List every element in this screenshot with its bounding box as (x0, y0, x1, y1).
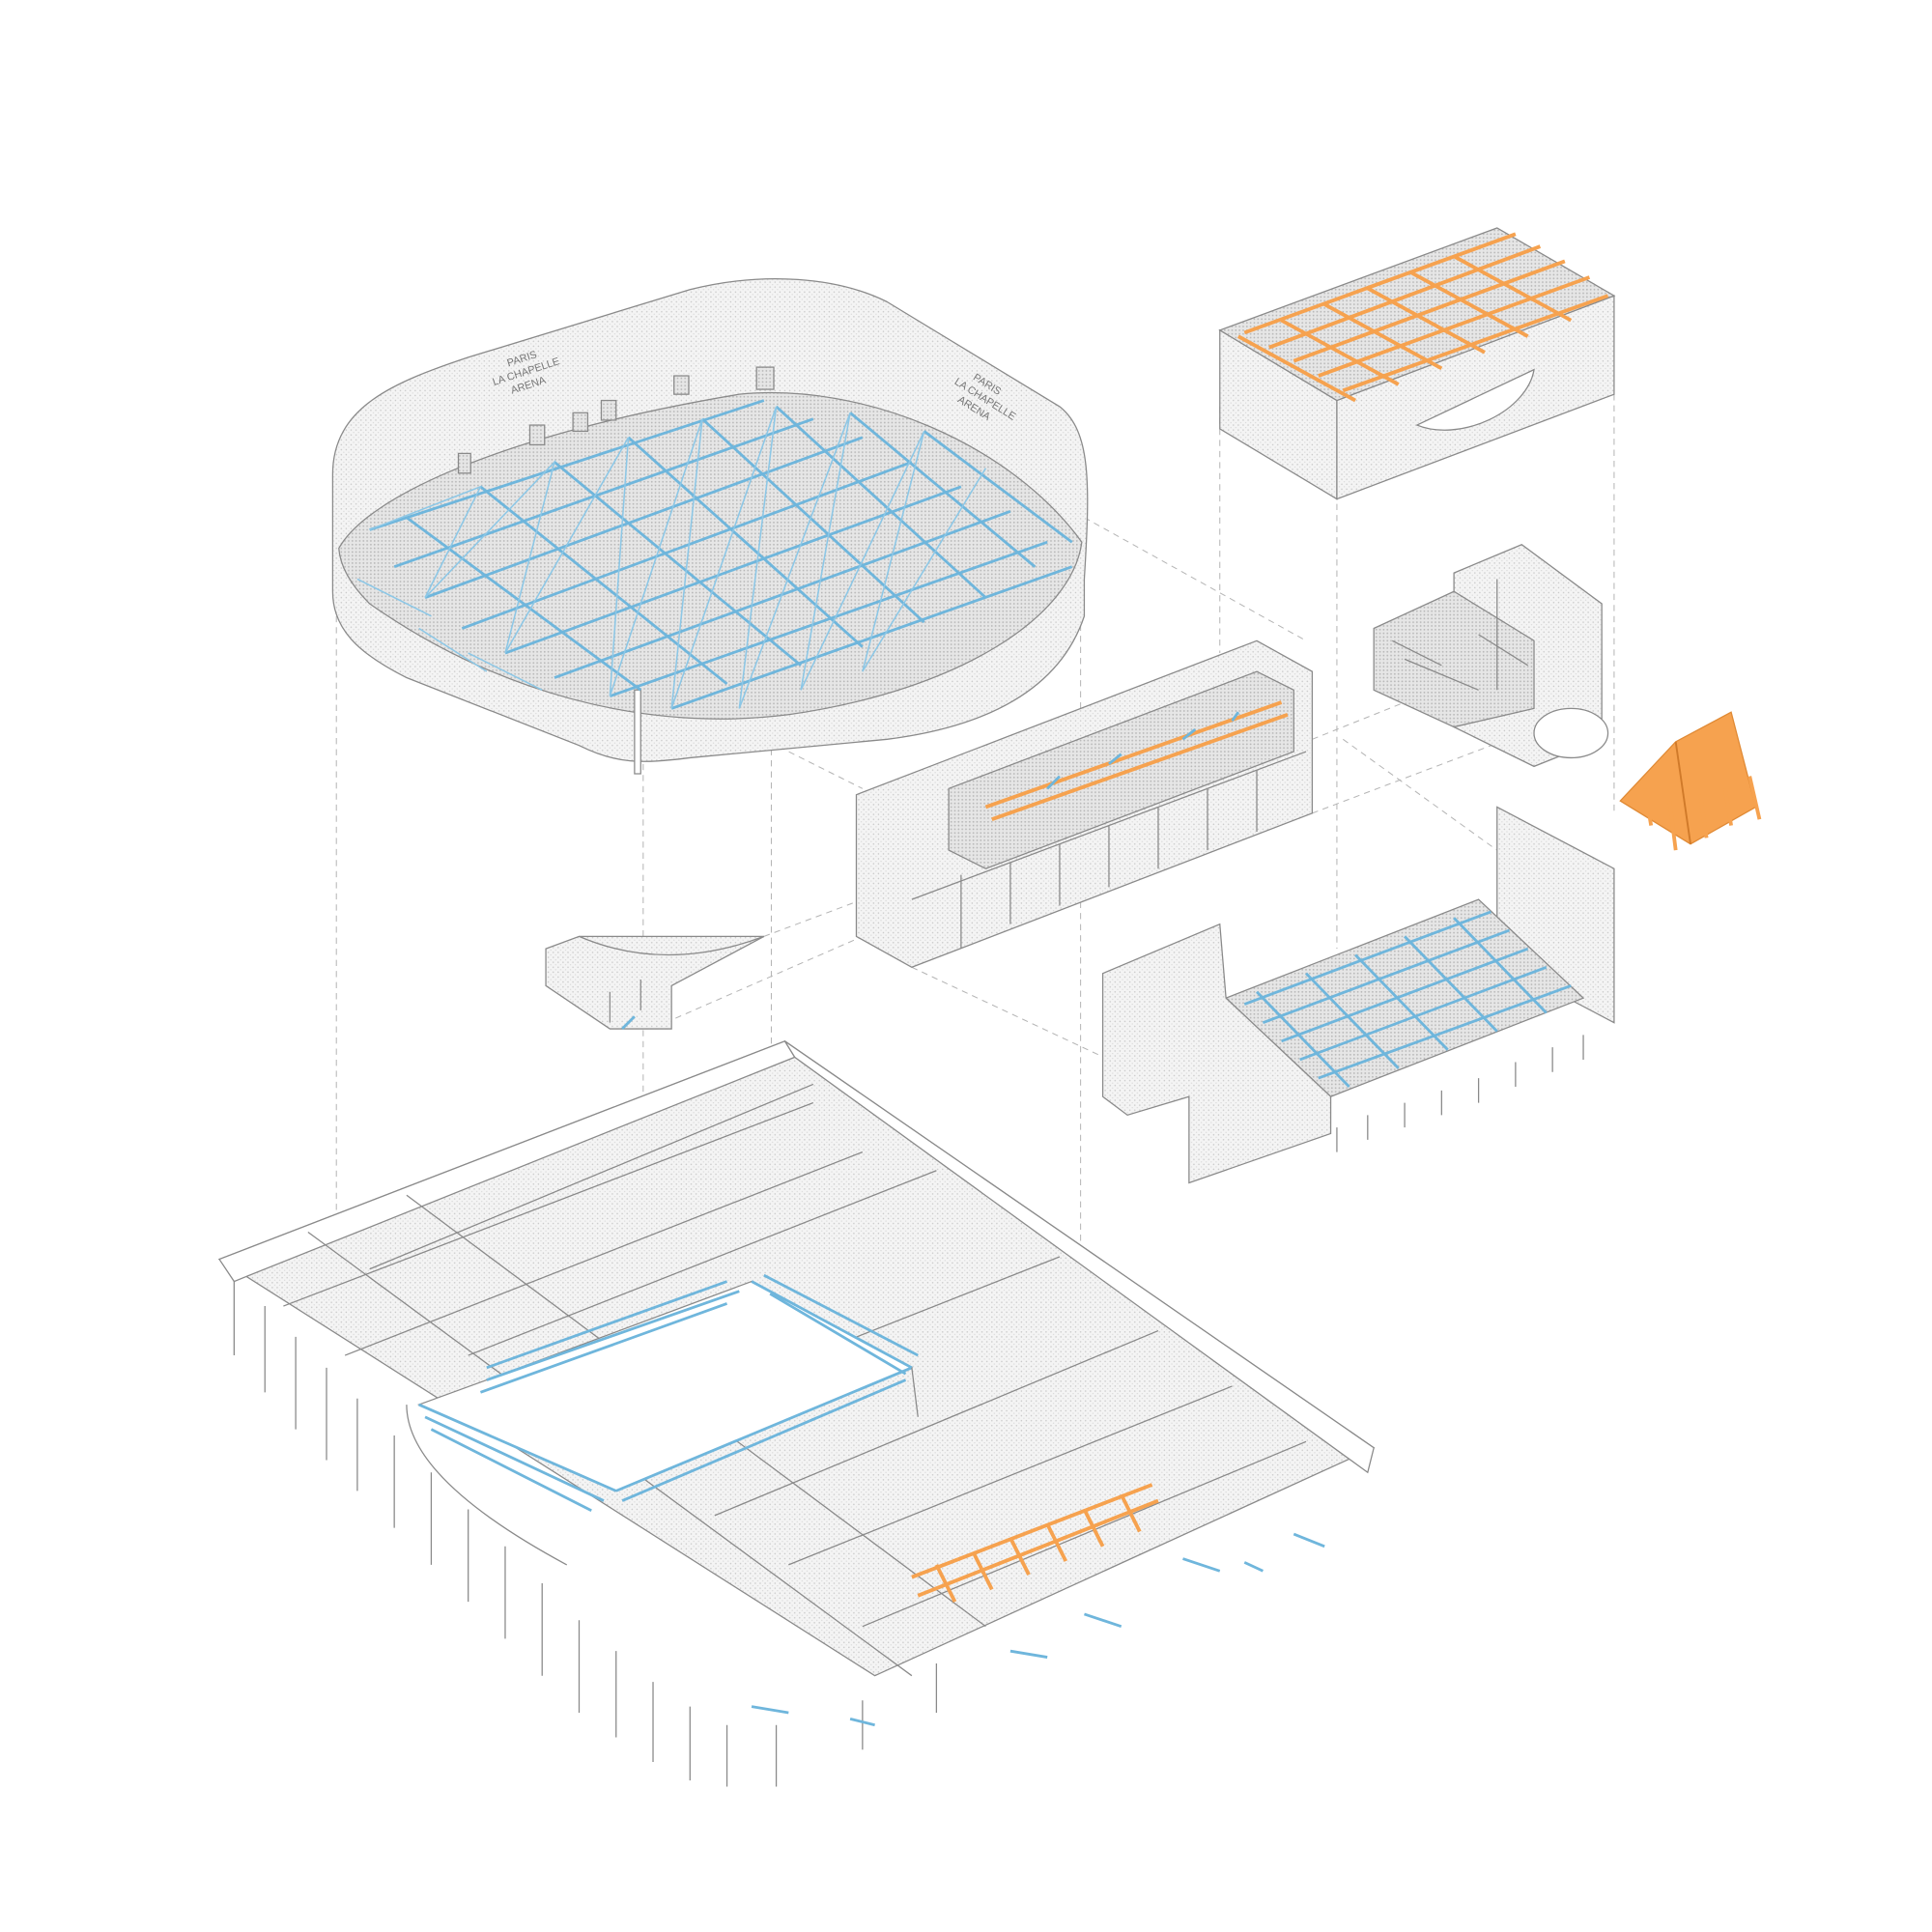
timber-beams (1236, 232, 1609, 403)
base-timber-beams (911, 1483, 1159, 1604)
base-steel-accents (751, 1532, 1325, 1727)
timber-canopy-module (1619, 711, 1762, 851)
concourse-module (855, 639, 1314, 968)
hall-steel-grid (1243, 910, 1572, 1088)
arena-seating-tiers (418, 1273, 919, 1513)
canopy-fragment-module (545, 935, 765, 1031)
base-columns (233, 1281, 938, 1787)
roof-parapet-panels (457, 366, 775, 474)
hall-module (1101, 806, 1615, 1184)
roof-steel-truss-grid (356, 399, 1073, 710)
arena-base-module (217, 1040, 1376, 1787)
timber-roof-box-module (1218, 227, 1616, 500)
stair-core-module (1373, 544, 1609, 768)
roof-module: PARIS LA CHAPELLE ARENA PARIS LA CHAPELL… (331, 277, 1089, 775)
